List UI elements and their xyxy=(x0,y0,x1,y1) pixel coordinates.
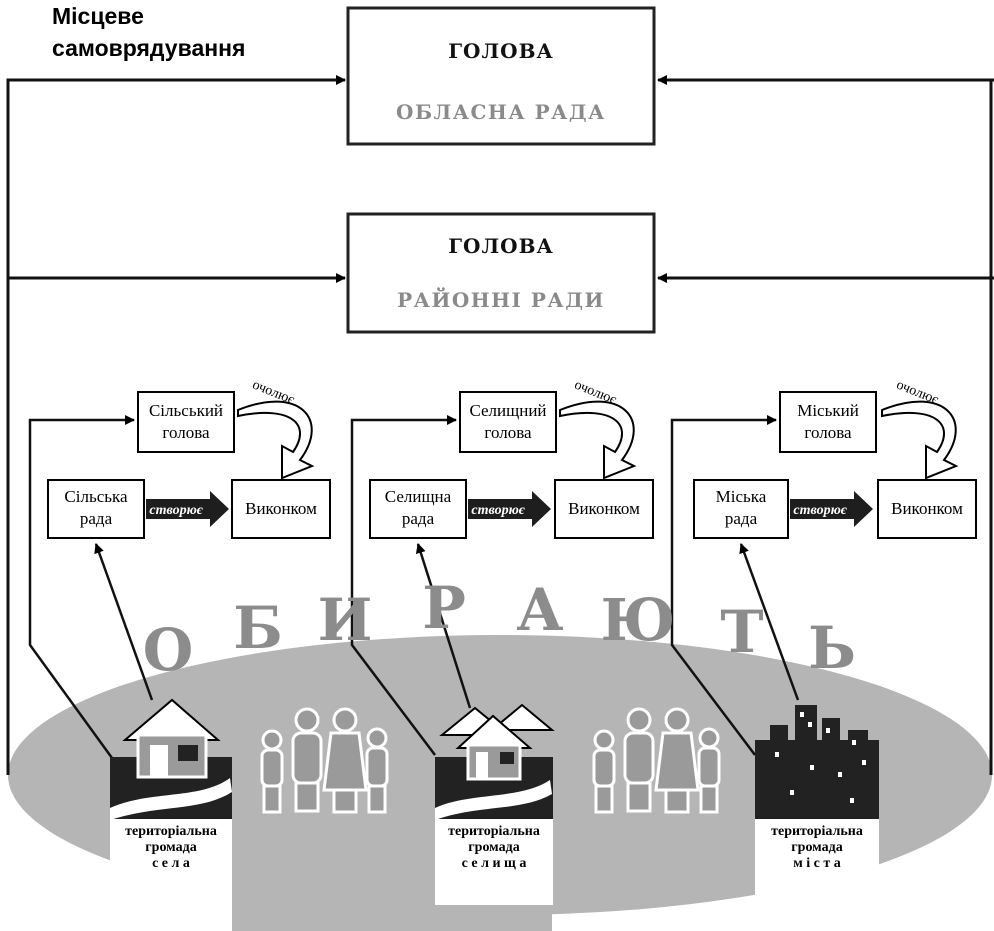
settlement-exec-label: Виконком xyxy=(568,499,640,518)
elect-letter: Б xyxy=(233,594,283,662)
village-head-label-2: голова xyxy=(162,423,210,442)
settlement-council-label-2: рада xyxy=(402,509,435,528)
village-community-label-2: громада xyxy=(145,840,196,855)
oblast-head-label: ГОЛОВА xyxy=(448,39,554,63)
village-community-tile: територіальна громада с е л а xyxy=(110,698,232,905)
village-head-label-1: Сільський xyxy=(149,401,223,420)
city-unit: Міський голова Міська рада Виконком ство… xyxy=(693,378,977,539)
city-head-label-1: Міський xyxy=(797,401,859,420)
city-leads-arrow xyxy=(881,400,959,480)
village-community-label-1: територіальна xyxy=(125,824,217,839)
village-council-label-1: Сільська xyxy=(64,487,128,506)
settlement-community-tile: територіальна громада с е л и щ а xyxy=(435,703,555,905)
house-icon xyxy=(122,698,221,779)
election-connectors xyxy=(28,415,800,759)
elect-letter: И xyxy=(318,586,373,654)
elect-letter: А xyxy=(516,576,563,644)
settlement-creates-label: створює xyxy=(471,503,525,518)
elect-letter: Ю xyxy=(601,586,676,654)
raion-head-label: ГОЛОВА xyxy=(448,234,554,258)
village-creates-label: створює xyxy=(149,503,203,518)
houses-icon xyxy=(439,703,555,781)
settlement-head-label-2: голова xyxy=(484,423,532,442)
settlement-head-label-1: Селищний xyxy=(469,401,546,420)
village-community-label-3: с е л а xyxy=(152,856,190,871)
village-exec-label: Виконком xyxy=(245,499,317,518)
city-community-label-2: громада xyxy=(791,840,842,855)
settlement-community-label-2: громада xyxy=(468,840,519,855)
settlement-community-label-1: територіальна xyxy=(448,824,540,839)
settlement-unit: Селищний голова Селищна рада Виконком ст… xyxy=(369,378,654,539)
settlement-community-label-3: с е л и щ а xyxy=(462,856,527,871)
outer-connectors xyxy=(6,75,994,775)
elect-letter: О xyxy=(143,616,194,684)
diagram-title-line2: самоврядування xyxy=(52,35,245,61)
family-icon xyxy=(260,707,389,814)
city-windows xyxy=(775,712,866,803)
village-council-label-2: рада xyxy=(80,509,113,528)
city-creates-arrow xyxy=(790,491,873,527)
raion-council-box: ГОЛОВА РАЙОННІ РАДИ xyxy=(346,212,656,334)
village-leads-arrow xyxy=(237,400,315,480)
city-community-label-1: територіальна xyxy=(771,824,863,839)
settlement-council-label-1: Селищна xyxy=(385,487,452,506)
elect-letter: Р xyxy=(422,574,466,642)
village-unit: Сільський голова Сільська рада Виконком … xyxy=(47,378,331,539)
settlement-creates-arrow xyxy=(468,491,551,527)
city-council-label-2: рада xyxy=(725,509,758,528)
road-icon xyxy=(110,778,232,820)
settlement-leads-arrow xyxy=(559,400,637,480)
city-exec-label: Виконком xyxy=(891,499,963,518)
city-council-label-1: Міська xyxy=(716,487,767,506)
city-community-label-3: м і с т а xyxy=(793,856,841,871)
diagram-title-line1: Місцеве xyxy=(52,3,144,29)
oblast-council-box: ГОЛОВА ОБЛАСНА РАДА xyxy=(346,6,656,146)
elect-letter: Т xyxy=(720,598,763,666)
raion-council-label: РАЙОННІ РАДИ xyxy=(397,286,605,312)
village-creates-arrow xyxy=(146,491,229,527)
city-community-tile: територіальна громада м і с т а xyxy=(755,705,879,905)
family-icon xyxy=(592,707,721,814)
elect-word: О Б И Р А Ю Т Ь xyxy=(143,574,856,684)
oblast-council-label: ОБЛАСНА РАДА xyxy=(396,100,606,124)
elect-letter: Ь xyxy=(808,614,856,682)
city-head-label-2: голова xyxy=(804,423,852,442)
road-icon xyxy=(435,780,552,820)
city-creates-label: створює xyxy=(793,503,847,518)
